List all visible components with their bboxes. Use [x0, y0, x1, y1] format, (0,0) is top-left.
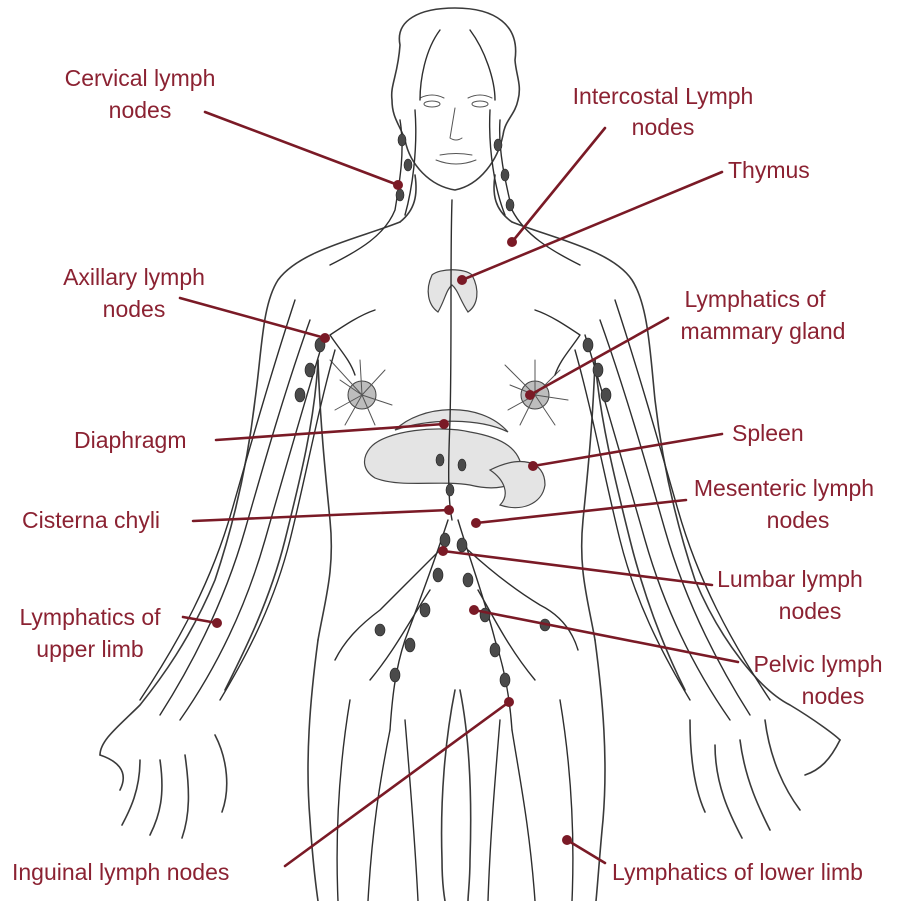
- label-diaphragm: Diaphragm: [74, 427, 187, 453]
- label-mammary-line1: Lymphatics of: [684, 286, 826, 312]
- dot-pelvic: [469, 605, 479, 615]
- leader-inguinal: [285, 702, 509, 866]
- label-spleen: Spleen: [732, 420, 804, 446]
- leader-cervical: [205, 112, 398, 185]
- leader-thymus: [462, 172, 722, 280]
- dot-thymus: [457, 275, 467, 285]
- label-upper-limb-line1: Lymphatics of: [19, 604, 161, 630]
- dot-upper-limb: [212, 618, 222, 628]
- dot-lower-limb: [562, 835, 572, 845]
- label-lower-limb: Lymphatics of lower limb: [612, 859, 863, 885]
- leader-axillary: [180, 298, 325, 338]
- label-mesenteric-line1: Mesenteric lymph: [694, 475, 874, 501]
- mammary-gland-left: [330, 360, 392, 425]
- dot-intercostal: [507, 237, 517, 247]
- leader-pelvic: [474, 610, 738, 662]
- label-upper-limb-line2: upper limb: [36, 636, 143, 662]
- dot-lumbar: [438, 546, 448, 556]
- leader-intercostal: [512, 128, 605, 242]
- leader-lumbar: [443, 551, 712, 585]
- human-figure-illustration: [100, 8, 840, 901]
- label-axillary-line2: nodes: [103, 296, 166, 322]
- label-lumbar-line1: Lumbar lymph: [717, 566, 863, 592]
- label-intercostal-line1: Intercostal Lymph: [573, 83, 754, 109]
- label-pelvic-line2: nodes: [802, 683, 865, 709]
- label-intercostal-line2: nodes: [632, 114, 695, 140]
- label-axillary-line1: Axillary lymph: [63, 264, 205, 290]
- leader-spleen: [533, 434, 722, 466]
- label-mammary-line2: mammary gland: [681, 318, 846, 344]
- leader-lines: [180, 112, 738, 866]
- dot-inguinal: [504, 697, 514, 707]
- label-inguinal: Inguinal lymph nodes: [12, 859, 229, 885]
- label-mesenteric-line2: nodes: [767, 507, 830, 533]
- label-thymus: Thymus: [728, 157, 810, 183]
- dot-mesenteric: [471, 518, 481, 528]
- label-cervical-line1: Cervical lymph: [65, 65, 216, 91]
- dot-spleen: [528, 461, 538, 471]
- label-lumbar-line2: nodes: [779, 598, 842, 624]
- dot-diaphragm: [439, 419, 449, 429]
- label-pelvic-line1: Pelvic lymph: [753, 651, 882, 677]
- dot-cervical: [393, 180, 403, 190]
- dot-mammary: [525, 390, 535, 400]
- dot-cisterna: [444, 505, 454, 515]
- label-cisterna: Cisterna chyli: [22, 507, 160, 533]
- label-cervical-line2: nodes: [109, 97, 172, 123]
- dot-axillary: [320, 333, 330, 343]
